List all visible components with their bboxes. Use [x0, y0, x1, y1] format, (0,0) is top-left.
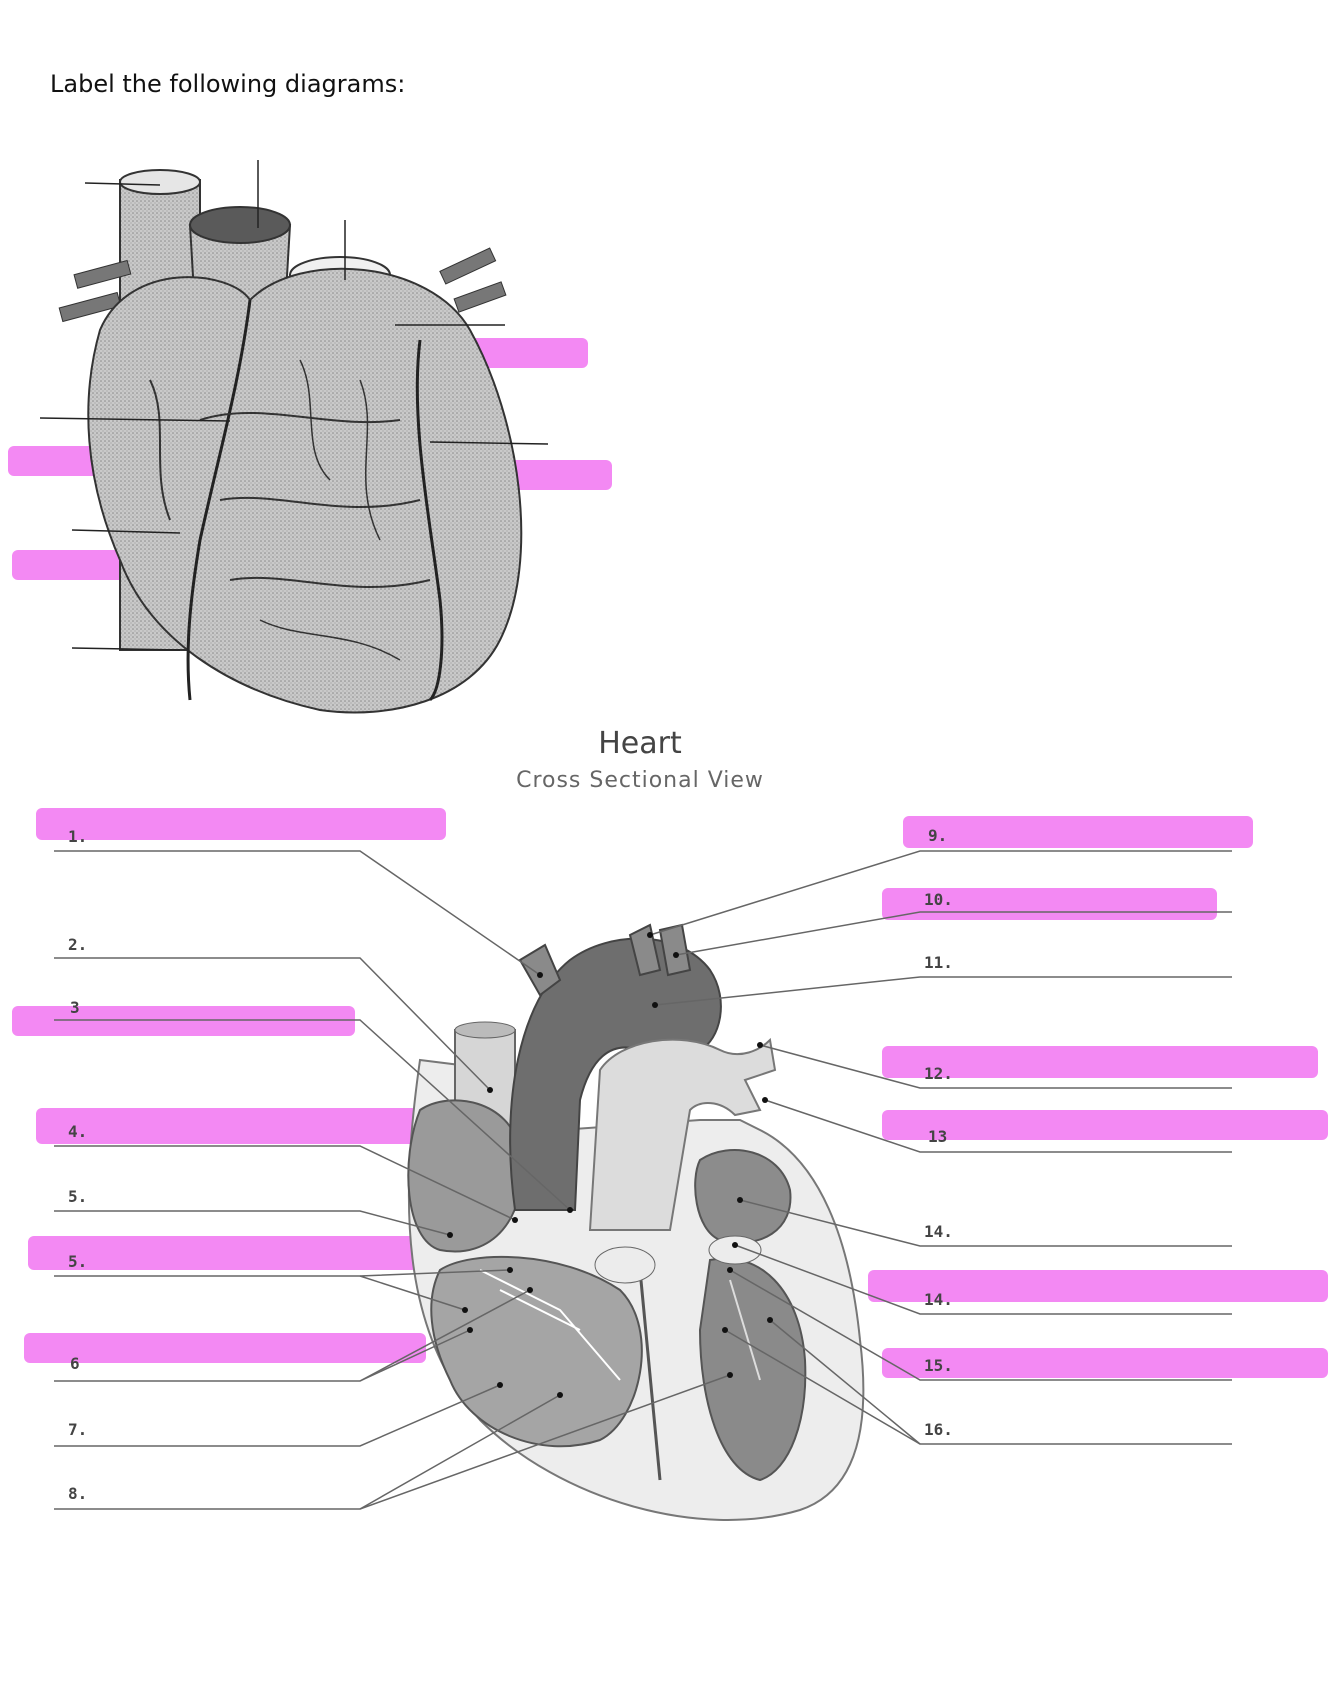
highlight-label-5b: [28, 1236, 440, 1270]
label-number-1: 1.: [68, 827, 88, 846]
label-number-8: 8.: [68, 1484, 88, 1503]
label-number-4: 4.: [68, 1122, 88, 1141]
highlight-label-4: [36, 1108, 472, 1144]
label-number-11: 11.: [924, 953, 953, 972]
cross-section-heart-illustration: [54, 850, 1232, 1521]
label-number-12: 12.: [924, 1064, 953, 1083]
label-number-3: 3: [70, 998, 80, 1017]
highlight-label-12: [882, 1046, 1318, 1078]
label-number-14a: 14.: [924, 1222, 953, 1241]
highlight-label-3: [12, 1006, 355, 1036]
label-number-6: 6: [70, 1354, 80, 1373]
diagram-title: Heart: [598, 726, 682, 761]
diagram-subtitle: Cross Sectional View: [516, 768, 764, 793]
label-number-9: 9.: [928, 826, 948, 845]
highlight-label-15: [882, 1348, 1328, 1378]
highlight-label-9: [903, 816, 1253, 848]
label-number-2: 2.: [68, 935, 88, 954]
highlight-label-14b: [868, 1270, 1328, 1302]
label-number-10: 10.: [924, 890, 953, 909]
highlight-label-1: [36, 808, 446, 840]
label-number-16: 16.: [924, 1420, 953, 1439]
label-number-7: 7.: [68, 1420, 88, 1439]
label-number-14b: 14.: [924, 1290, 953, 1309]
highlight-label-10: [882, 888, 1217, 920]
highlight-label-13: [882, 1110, 1328, 1140]
label-number-5b: 5.: [68, 1252, 88, 1271]
label-number-13: 13: [928, 1127, 948, 1146]
highlight-label-6: [24, 1333, 426, 1363]
label-number-5a: 5.: [68, 1187, 88, 1206]
label-number-15: 15.: [924, 1356, 953, 1375]
external-heart-illustration: [39, 160, 549, 714]
instruction-text: Label the following diagrams:: [50, 70, 406, 98]
